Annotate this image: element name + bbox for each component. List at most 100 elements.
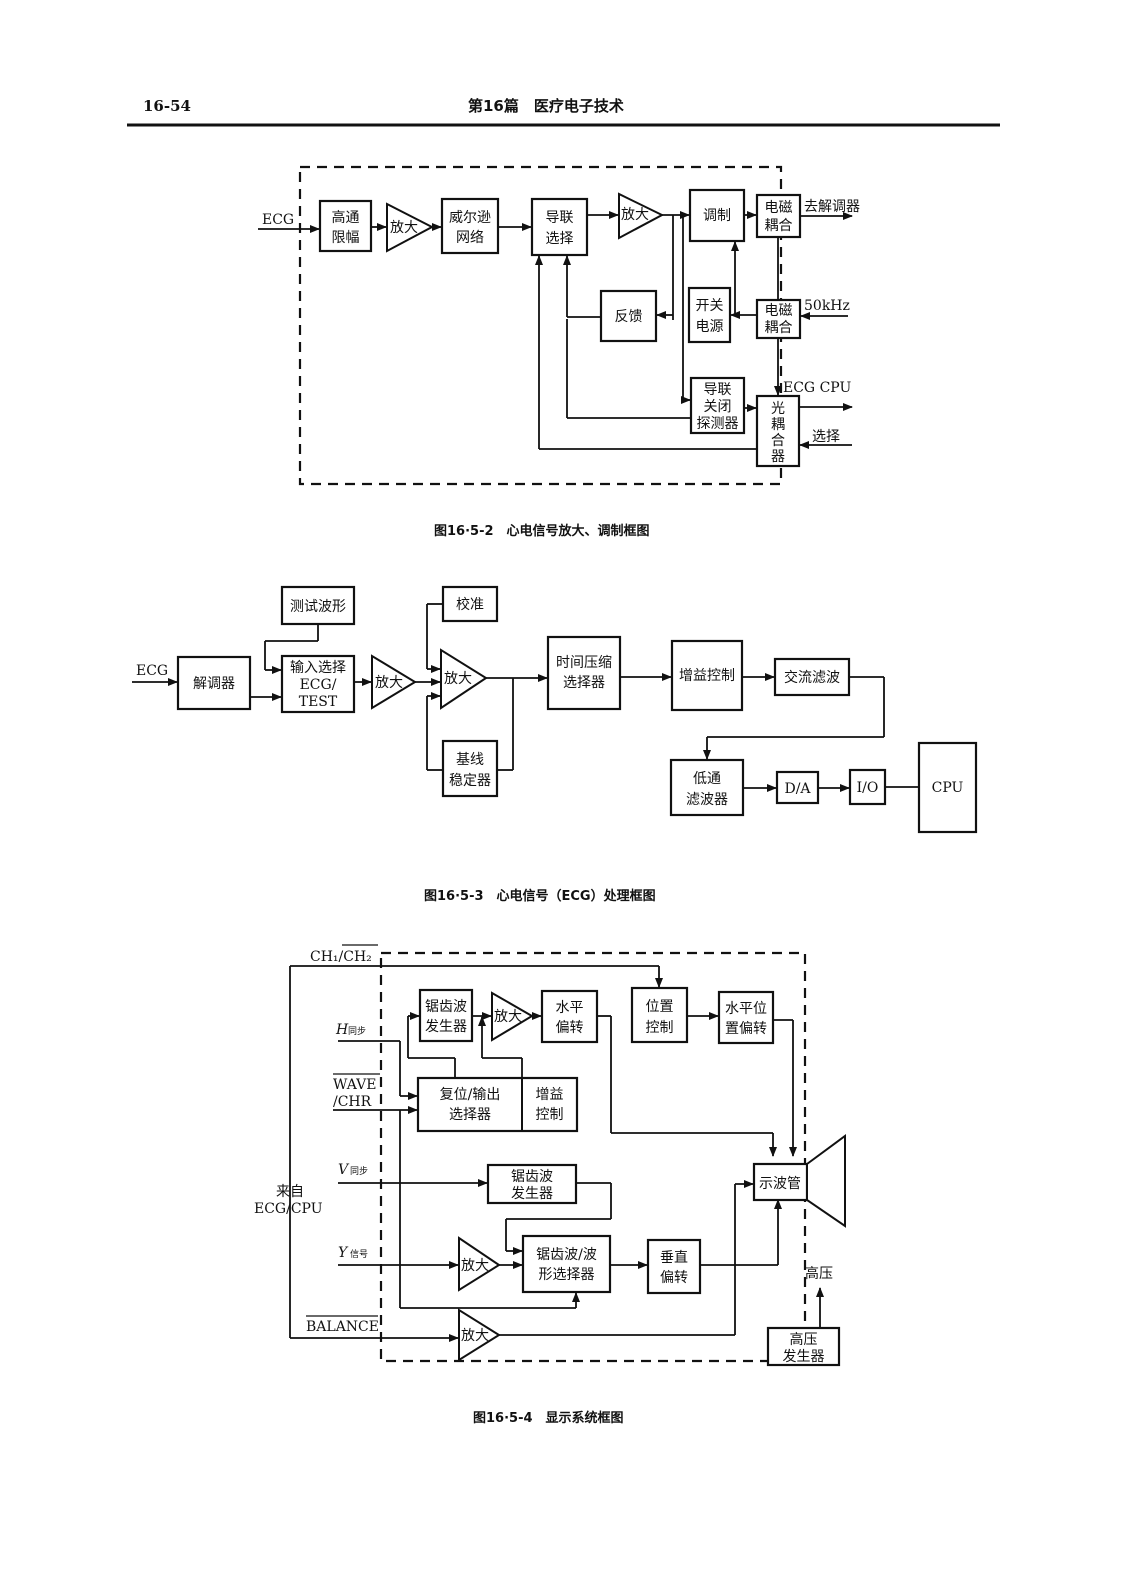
svg-text:发生器: 发生器 bbox=[511, 1186, 553, 1202]
svg-text:合: 合 bbox=[771, 433, 785, 449]
wilson-network-block: 威尔逊 网络 bbox=[440, 197, 500, 255]
em-coupler-2: 电磁 耦合 bbox=[755, 298, 802, 340]
h-sync-sub: 同步 bbox=[348, 1026, 366, 1037]
page-header: 16-54 第16篇 医疗电子技术 bbox=[127, 97, 1000, 127]
modulator-block: 调制 bbox=[688, 188, 746, 243]
svg-text:滤波器: 滤波器 bbox=[686, 792, 728, 808]
lead-off-detector-block: 导联 关闭 探测器 bbox=[689, 376, 746, 435]
svg-text:关闭: 关闭 bbox=[704, 399, 732, 415]
svg-text:网络: 网络 bbox=[456, 230, 484, 246]
svg-text:解调器: 解调器 bbox=[193, 676, 235, 692]
svg-text:控制: 控制 bbox=[536, 1107, 564, 1123]
wave-chr-label-2: /CHR bbox=[333, 1094, 372, 1110]
position-control-block: 位置 控制 bbox=[630, 986, 689, 1044]
svg-text:锯齿波: 锯齿波 bbox=[425, 999, 467, 1015]
svg-text:偏转: 偏转 bbox=[556, 1020, 584, 1036]
svg-text:低通: 低通 bbox=[693, 771, 721, 787]
from-label-2: ECG/CPU bbox=[254, 1201, 323, 1217]
lowpass-filter-block: 低通 滤波器 bbox=[669, 758, 745, 817]
figure-1-caption: 图16·5-2 心电信号放大、调制框图 bbox=[434, 523, 650, 539]
svg-text:增益控制: 增益控制 bbox=[679, 668, 735, 684]
svg-text:基线: 基线 bbox=[456, 751, 484, 768]
ecg-cpu-label: ECG CPU bbox=[783, 380, 851, 396]
svg-text:锯齿波/波: 锯齿波/波 bbox=[536, 1247, 597, 1263]
select-label: 选择 bbox=[812, 429, 840, 445]
sawtooth-waveform-selector-block: 锯齿波/波 形选择器 bbox=[521, 1234, 612, 1294]
feedback-block: 反馈 bbox=[599, 289, 658, 343]
svg-text:探测器: 探测器 bbox=[697, 416, 739, 432]
svg-text:形选择器: 形选择器 bbox=[539, 1267, 595, 1283]
h-sync-label: H bbox=[335, 1022, 349, 1038]
y-signal-label: Y bbox=[338, 1245, 349, 1261]
em-coupler-1: 电磁 耦合 bbox=[755, 193, 802, 239]
svg-text:TEST: TEST bbox=[299, 694, 338, 710]
v-sync-label: V bbox=[338, 1162, 350, 1178]
svg-text:电磁: 电磁 bbox=[765, 303, 793, 319]
svg-text:高压: 高压 bbox=[790, 1331, 818, 1348]
svg-text:时间压缩: 时间压缩 bbox=[556, 655, 612, 671]
svg-text:调制: 调制 bbox=[703, 208, 731, 224]
svg-text:放大: 放大 bbox=[621, 207, 649, 223]
figure-ecg-amplify-modulate: ECG 高通 限幅 放大 威尔逊 网络 导联 选择 bbox=[258, 165, 860, 539]
amplifier-balance: 放大 bbox=[458, 1308, 501, 1362]
switching-power-block: 开关 电源 bbox=[687, 286, 732, 344]
ac-filter-block: 交流滤波 bbox=[773, 657, 851, 697]
horizontal-position-deflection-block: 水平位 置偏转 bbox=[717, 990, 775, 1045]
svg-text:I/O: I/O bbox=[857, 780, 879, 796]
to-demodulator-label: 去解调器 bbox=[804, 199, 860, 215]
svg-text:校准: 校准 bbox=[456, 596, 484, 613]
ch-select-label: CH₁/CH₂ bbox=[310, 949, 372, 965]
wave-chr-label-1: WAVE bbox=[333, 1077, 376, 1093]
svg-text:耦合: 耦合 bbox=[765, 218, 793, 234]
svg-text:锯齿波: 锯齿波 bbox=[511, 1169, 553, 1185]
vertical-deflection-block: 垂直 偏转 bbox=[646, 1238, 702, 1295]
svg-text:示波管: 示波管 bbox=[759, 1176, 801, 1192]
calibration-block: 校准 bbox=[441, 585, 499, 623]
svg-text:测试波形: 测试波形 bbox=[290, 599, 346, 615]
svg-text:CPU: CPU bbox=[932, 780, 964, 796]
y-signal-sub: 信号 bbox=[350, 1248, 368, 1260]
svg-text:置偏转: 置偏转 bbox=[725, 1021, 767, 1037]
svg-text:放大: 放大 bbox=[461, 1258, 489, 1274]
isolation-boundary bbox=[298, 165, 783, 486]
svg-text:威尔逊: 威尔逊 bbox=[449, 210, 491, 226]
svg-text:导联: 导联 bbox=[546, 210, 574, 226]
svg-text:位置: 位置 bbox=[646, 999, 674, 1015]
svg-text:反馈: 反馈 bbox=[615, 309, 643, 325]
figure-2-caption: 图16·5-3 心电信号（ECG）处理框图 bbox=[424, 888, 656, 904]
amplifier-h: 放大 bbox=[491, 991, 534, 1042]
time-compression-selector-block: 时间压缩 选择器 bbox=[546, 635, 622, 711]
amplifier-3: 放大 bbox=[371, 654, 417, 710]
ecg-input-label-2: ECG bbox=[136, 663, 168, 679]
sawtooth-generator-1: 锯齿波 发生器 bbox=[418, 988, 474, 1043]
svg-text:水平: 水平 bbox=[556, 1000, 584, 1016]
page-number: 16-54 bbox=[143, 97, 191, 115]
optocoupler-block: 光 耦 合 器 bbox=[755, 394, 801, 468]
svg-text:放大: 放大 bbox=[494, 1009, 522, 1025]
gain-control-block-2: 增益 控制 bbox=[536, 1087, 564, 1123]
svg-text:增益: 增益 bbox=[536, 1087, 564, 1103]
svg-text:开关: 开关 bbox=[696, 298, 724, 314]
svg-text:D/A: D/A bbox=[784, 781, 811, 797]
svg-text:垂直: 垂直 bbox=[660, 1249, 688, 1266]
svg-text:选择器: 选择器 bbox=[563, 675, 605, 691]
svg-text:放大: 放大 bbox=[375, 675, 403, 691]
svg-text:复位/输出: 复位/输出 bbox=[440, 1086, 501, 1103]
ecg-input-label: ECG bbox=[262, 212, 294, 228]
svg-text:耦: 耦 bbox=[771, 417, 785, 433]
test-waveform-block: 测试波形 bbox=[280, 585, 356, 626]
oscilloscope-tube-block: 示波管 bbox=[752, 1134, 846, 1228]
figure-display-system: CH₁/CH₂ 锯齿波 发生器 放大 水平 偏转 位置 控制 bbox=[254, 944, 846, 1426]
reset-output-selector-block: 复位/输出 选择器 bbox=[416, 1076, 579, 1133]
svg-text:高通: 高通 bbox=[332, 209, 360, 226]
svg-text:ECG/: ECG/ bbox=[300, 677, 337, 693]
svg-text:器: 器 bbox=[771, 449, 785, 465]
chapter-title: 第16篇 医疗电子技术 bbox=[468, 97, 624, 115]
svg-text:稳定器: 稳定器 bbox=[449, 773, 491, 789]
io-block: I/O bbox=[848, 768, 887, 806]
svg-text:导联: 导联 bbox=[704, 382, 732, 398]
sawtooth-generator-2: 锯齿波 发生器 bbox=[486, 1163, 578, 1205]
amplifier-y: 放大 bbox=[458, 1236, 501, 1292]
input-select-block: 输入选择 ECG/ TEST bbox=[280, 654, 356, 714]
